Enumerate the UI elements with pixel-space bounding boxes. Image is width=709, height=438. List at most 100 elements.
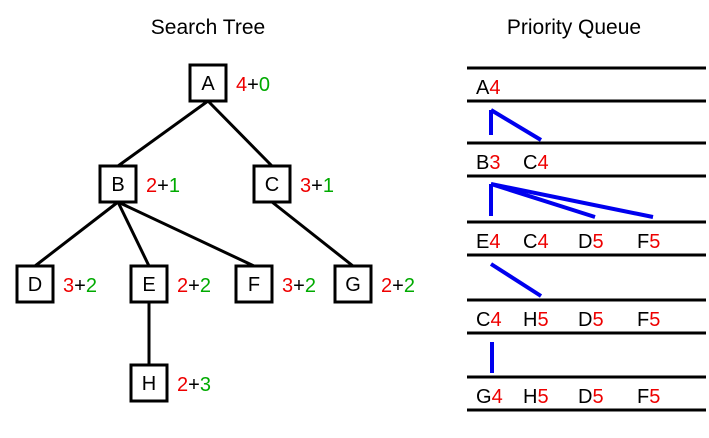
node-box bbox=[129, 363, 169, 403]
g-cost: 2 bbox=[177, 275, 188, 297]
queue-entry-id: F bbox=[637, 231, 649, 253]
g-cost: 3 bbox=[282, 275, 293, 297]
queue-entry-f: F5 bbox=[637, 309, 660, 331]
node-box bbox=[252, 164, 292, 204]
tree-title: Search Tree bbox=[151, 16, 265, 39]
node-box bbox=[15, 264, 55, 304]
queue-entry-id: D bbox=[578, 386, 592, 408]
node-label: C bbox=[265, 174, 279, 196]
queue-entry-f: 5 bbox=[537, 386, 548, 408]
queue-entry-c: C4 bbox=[476, 309, 502, 331]
plus-sign: + bbox=[74, 275, 86, 297]
queue-entry-f: 4 bbox=[537, 231, 548, 253]
queue-entry-d: D5 bbox=[578, 231, 604, 253]
queue-entry-id: F bbox=[637, 309, 649, 331]
queue-entry-g: G4 bbox=[476, 386, 503, 408]
queue-title: Priority Queue bbox=[507, 16, 641, 39]
h-cost: 2 bbox=[86, 275, 97, 297]
g-cost: 2 bbox=[146, 175, 157, 197]
node-label: G bbox=[345, 274, 361, 296]
tree-edge-b-d bbox=[34, 200, 119, 268]
plus-sign: + bbox=[157, 175, 169, 197]
tree-edge-b-f bbox=[117, 200, 255, 268]
queue-entry-f: 5 bbox=[649, 231, 660, 253]
queue-entry-id: B bbox=[476, 152, 489, 174]
node-box bbox=[234, 264, 274, 304]
tree-node-h: H 2+3 bbox=[129, 363, 211, 403]
queue-entry-id: E bbox=[476, 231, 489, 253]
node-label: F bbox=[248, 274, 260, 296]
queue-entry-d: D5 bbox=[578, 309, 604, 331]
queue-entry-d: D5 bbox=[578, 386, 604, 408]
node-label: B bbox=[111, 174, 124, 196]
queue-entry-f: 5 bbox=[649, 309, 660, 331]
queue-entry-f: 4 bbox=[490, 309, 501, 331]
queue-entry-f: 5 bbox=[592, 231, 603, 253]
queue-entry-id: C bbox=[476, 309, 490, 331]
queue-entry-f: 5 bbox=[592, 386, 603, 408]
queue-entry-f: 5 bbox=[537, 309, 548, 331]
queue-entry-f: 5 bbox=[649, 386, 660, 408]
plus-sign: + bbox=[188, 275, 200, 297]
node-box bbox=[188, 63, 228, 103]
node-cost: 2+2 bbox=[177, 275, 211, 297]
plus-sign: + bbox=[247, 74, 259, 96]
node-cost: 4+0 bbox=[236, 74, 270, 96]
tree-edge-a-b bbox=[117, 99, 209, 168]
queue-entry-f: 3 bbox=[489, 152, 500, 174]
queue-entry-f: 4 bbox=[537, 152, 548, 174]
plus-sign: + bbox=[293, 275, 305, 297]
queue-entry-f: 4 bbox=[489, 77, 500, 99]
g-cost: 2 bbox=[381, 275, 392, 297]
node-cost: 2+2 bbox=[381, 275, 415, 297]
plus-sign: + bbox=[392, 275, 404, 297]
queue-entry-e: E4 bbox=[476, 231, 500, 253]
node-cost: 2+3 bbox=[177, 374, 211, 396]
queue-entry-id: D bbox=[578, 231, 592, 253]
node-label: D bbox=[28, 274, 42, 296]
node-cost: 2+1 bbox=[146, 175, 180, 197]
queue-entry-h: H5 bbox=[523, 386, 549, 408]
g-cost: 3 bbox=[63, 275, 74, 297]
h-cost: 2 bbox=[200, 275, 211, 297]
h-cost: 1 bbox=[323, 175, 334, 197]
queue-entry-b: B3 bbox=[476, 152, 500, 174]
queue-entry-c: C4 bbox=[523, 152, 549, 174]
queue-entry-id: H bbox=[523, 309, 537, 331]
queue-entry-a: A4 bbox=[476, 77, 500, 99]
node-label: A bbox=[201, 73, 215, 95]
queue-entry-h: H5 bbox=[523, 309, 549, 331]
queue-entry-f: F5 bbox=[637, 231, 660, 253]
queue-entry-id: C bbox=[523, 152, 537, 174]
queue-pointer-stroke bbox=[489, 108, 543, 142]
queue-entry-f: 4 bbox=[489, 231, 500, 253]
queue-entry-id: F bbox=[637, 386, 649, 408]
g-cost: 4 bbox=[236, 74, 247, 96]
g-cost: 3 bbox=[300, 175, 311, 197]
plus-sign: + bbox=[311, 175, 323, 197]
node-box bbox=[129, 264, 169, 304]
node-label: H bbox=[142, 373, 156, 395]
plus-sign: + bbox=[188, 374, 200, 396]
queue-pointer-stroke bbox=[490, 182, 654, 219]
queue-entry-id: H bbox=[523, 386, 537, 408]
node-label: E bbox=[142, 274, 155, 296]
queue-entry-c: C4 bbox=[523, 231, 549, 253]
h-cost: 2 bbox=[404, 275, 415, 297]
h-cost: 1 bbox=[169, 175, 180, 197]
queue-pointer-stroke bbox=[489, 262, 543, 298]
node-cost: 3+2 bbox=[63, 275, 97, 297]
h-cost: 0 bbox=[259, 74, 270, 96]
h-cost: 2 bbox=[305, 275, 316, 297]
node-cost: 3+2 bbox=[282, 275, 316, 297]
queue-entry-f: 5 bbox=[592, 309, 603, 331]
queue-entry-id: A bbox=[476, 77, 490, 99]
